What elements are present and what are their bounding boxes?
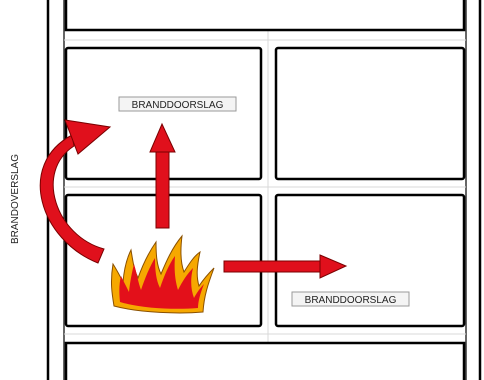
room-upper-right (274, 46, 466, 181)
right-arrow-head (319, 254, 348, 279)
up-arrow-shaft (155, 147, 170, 229)
rooms (64, 0, 466, 380)
right-arrow (223, 254, 348, 279)
building-outline (46, 0, 482, 380)
curved-arrow-head (64, 119, 112, 155)
fire-icon (110, 234, 215, 314)
room-top-strip (64, 0, 466, 32)
label-box-lower (291, 291, 410, 307)
breakthrough-label-lower: BRANDDOORSLAG (305, 295, 397, 306)
label-breakthrough-lower: BRANDDOORSLAG (291, 291, 410, 307)
spread-label-side: BRANDOVERSLAG (10, 154, 21, 244)
label-box-upper (118, 96, 237, 112)
curved-arrow-spread (39, 119, 112, 264)
up-arrow (149, 122, 176, 229)
flame-inner (119, 256, 204, 309)
label-breakthrough-upper: BRANDDOORSLAG (118, 96, 237, 112)
breakthrough-label-upper: BRANDDOORSLAG (132, 100, 224, 111)
room-bottom-strip (64, 341, 466, 380)
right-arrow-shaft (223, 260, 325, 273)
up-arrow-head (149, 122, 176, 153)
